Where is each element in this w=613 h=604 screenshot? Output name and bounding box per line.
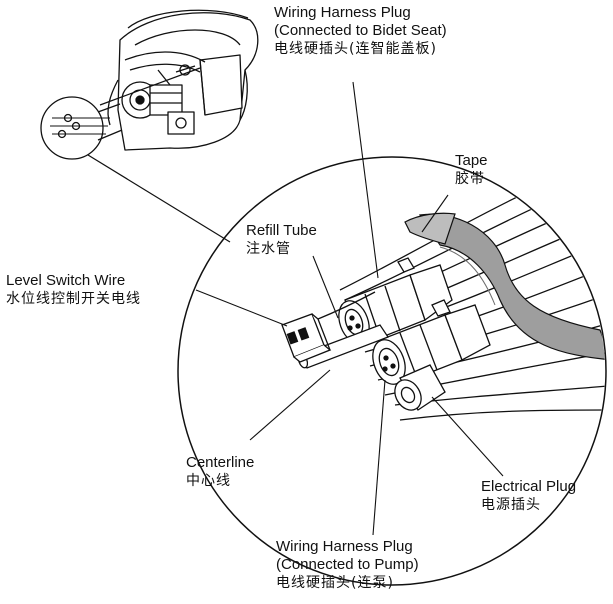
electrical-zh: 电源插头 xyxy=(481,497,541,513)
harness-pump-line1: Wiring Harness Plug xyxy=(276,538,413,555)
tape-zh: 胶带 xyxy=(455,171,485,187)
tank-overview-illustration xyxy=(40,9,259,160)
label-harness-pump: Wiring Harness Plug (Connected to Pump) … xyxy=(276,538,419,592)
refill-zh: 注水管 xyxy=(246,241,291,257)
tape-band xyxy=(404,212,605,361)
harness-seat-zh: 电线硬插头(连智能盖板) xyxy=(274,41,437,57)
magnify-connector-lines xyxy=(87,67,231,243)
centerline-line1: Centerline xyxy=(186,454,255,471)
label-electrical-plug: Electrical Plug 电源插头 xyxy=(481,478,576,514)
label-refill-tube: Refill Tube 注水管 xyxy=(246,222,317,258)
harness-pump-zh: 电线硬插头(连泵) xyxy=(276,575,394,591)
label-harness-seat: Wiring Harness Plug (Connected to Bidet … xyxy=(274,4,447,58)
level-switch-zh: 水位线控制开关电线 xyxy=(6,291,141,307)
harness-plug-pump xyxy=(372,299,491,386)
leader-lines xyxy=(195,81,504,536)
centerline-zh: 中心线 xyxy=(186,473,231,489)
label-centerline: Centerline 中心线 xyxy=(186,454,254,490)
harness-seat-line2: (Connected to Bidet Seat) xyxy=(274,22,447,39)
level-switch-line1: Level Switch Wire xyxy=(6,272,126,289)
electrical-line1: Electrical Plug xyxy=(481,478,577,495)
label-tape: Tape 胶带 xyxy=(455,152,488,188)
label-level-switch: Level Switch Wire 水位线控制开关电线 xyxy=(6,272,141,308)
harness-pump-line2: (Connected to Pump) xyxy=(276,556,419,573)
harness-seat-line1: Wiring Harness Plug xyxy=(274,4,411,21)
level-switch-connector xyxy=(281,291,376,363)
refill-line1: Refill Tube xyxy=(246,222,317,239)
tape-line1: Tape xyxy=(455,152,488,169)
